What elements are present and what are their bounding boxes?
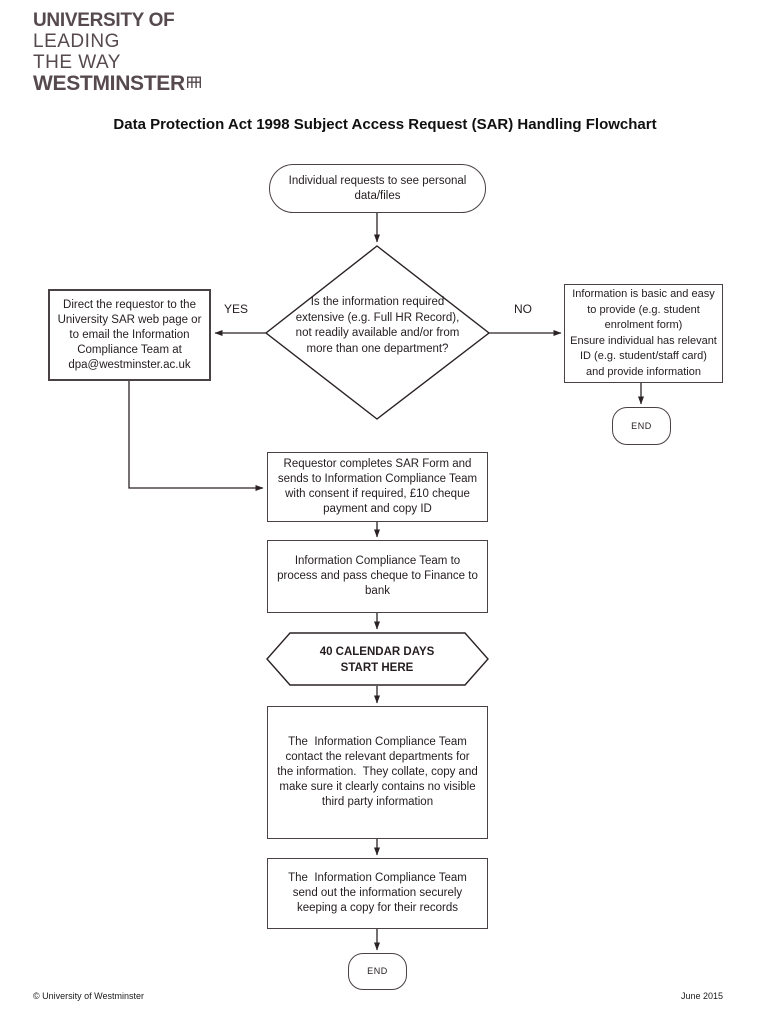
footer-copyright: © University of Westminster — [33, 991, 144, 1001]
page-title: Data Protection Act 1998 Subject Access … — [113, 116, 657, 133]
end-terminator-bottom: END — [348, 953, 407, 990]
university-logo: UNIVERSITY OF LEADING THE WAY WESTMINSTE… — [33, 10, 201, 94]
logo-line-university-of: UNIVERSITY OF — [33, 10, 175, 31]
sar-form-box: Requestor completes SAR Form and sends t… — [267, 452, 488, 522]
logo-line-westminster: WESTMINSTER — [33, 72, 185, 95]
yes-branch-box: Direct the requestor to the University S… — [48, 289, 211, 381]
footer-date: June 2015 — [680, 991, 723, 1001]
calendar-days-hexagon-text: 40 CALENDAR DAYS START HERE — [319, 645, 435, 674]
decision-diamond-outline — [264, 245, 491, 420]
start-terminator: Individual requests to see personal data… — [269, 164, 486, 213]
logo-line-the-way: THE WAY — [33, 52, 121, 73]
collate-information-box: The Information Compliance Team contact … — [267, 706, 488, 839]
logo-line-leading: LEADING — [33, 31, 120, 52]
process-cheque-box: Information Compliance Team to process a… — [267, 540, 488, 613]
send-information-box: The Information Compliance Team send out… — [267, 858, 488, 929]
portcullis-icon — [186, 76, 201, 88]
yes-label: YES — [224, 302, 249, 316]
no-label: NO — [514, 302, 532, 316]
hexagon-outline — [266, 632, 489, 686]
end-terminator-right: END — [612, 407, 671, 445]
decision-text: Is the information required extensive (e… — [295, 296, 460, 355]
no-branch-box: Information is basic and easy to provide… — [564, 284, 723, 383]
